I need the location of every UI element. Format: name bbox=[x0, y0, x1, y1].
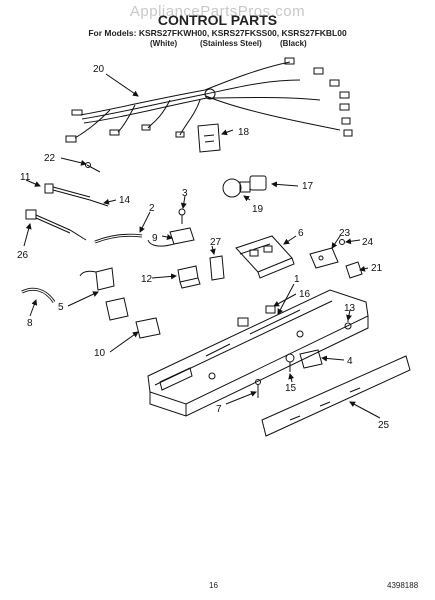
callout-21: 21 bbox=[371, 263, 383, 274]
callout-8: 8 bbox=[27, 318, 33, 329]
callout-2: 2 bbox=[149, 203, 155, 214]
callout-26: 26 bbox=[17, 250, 29, 261]
housing-part-12 bbox=[177, 265, 201, 289]
label-part-10 bbox=[135, 317, 161, 339]
page-number: 16 bbox=[209, 581, 218, 590]
holder-part bbox=[105, 297, 129, 321]
callout-13: 13 bbox=[344, 303, 356, 314]
callout-4: 4 bbox=[347, 356, 353, 367]
wire-harness-part bbox=[65, 57, 353, 143]
control-board-part-6 bbox=[235, 235, 295, 279]
clip-part-18 bbox=[197, 123, 221, 153]
callout-labels: 20 18 22 11 14 2 3 17 19 26 9 27 6 23 24… bbox=[17, 64, 390, 431]
callout-22: 22 bbox=[44, 153, 56, 164]
callout-19: 19 bbox=[252, 204, 264, 215]
callout-17: 17 bbox=[302, 181, 314, 192]
trim-strip-part-25 bbox=[261, 355, 411, 437]
thermostat-part-9 bbox=[147, 227, 195, 247]
document-number: 4398188 bbox=[387, 581, 419, 590]
switch-part-21 bbox=[345, 261, 363, 279]
callout-25: 25 bbox=[378, 420, 390, 431]
label-part-27 bbox=[209, 255, 225, 281]
callout-16: 16 bbox=[299, 289, 311, 300]
callout-3: 3 bbox=[182, 188, 188, 199]
finish-stainless: (Stainless Steel) bbox=[200, 39, 262, 48]
callout-7: 7 bbox=[216, 404, 222, 415]
callout-11: 11 bbox=[20, 172, 31, 183]
finish-black: (Black) bbox=[280, 39, 307, 48]
part-15 bbox=[285, 353, 295, 372]
page-title: CONTROL PARTS bbox=[157, 12, 278, 28]
callout-6: 6 bbox=[298, 228, 304, 239]
control-housing bbox=[147, 289, 369, 417]
damper-part-5 bbox=[79, 267, 115, 291]
callout-18: 18 bbox=[238, 127, 250, 138]
callout-12: 12 bbox=[141, 274, 153, 285]
watermark: AppliancePartsPros.com bbox=[129, 3, 306, 20]
leader-lines bbox=[23, 73, 381, 419]
screw-part-3 bbox=[178, 208, 186, 224]
callout-15: 15 bbox=[285, 383, 297, 394]
callout-14: 14 bbox=[119, 195, 131, 206]
callout-1: 1 bbox=[294, 274, 300, 285]
callout-24: 24 bbox=[362, 237, 374, 248]
tube-part-8 bbox=[21, 287, 56, 303]
bracket-part-23 bbox=[309, 239, 345, 269]
callout-20: 20 bbox=[93, 64, 105, 75]
sensor-part-11 bbox=[44, 183, 109, 207]
knob-part-4 bbox=[299, 349, 323, 369]
callout-5: 5 bbox=[58, 302, 64, 313]
sensor-part-26 bbox=[25, 209, 87, 241]
callout-27: 27 bbox=[210, 237, 222, 248]
callout-23: 23 bbox=[339, 228, 351, 239]
model-list: For Models: KSRS27FKWH00, KSRS27FKSS00, … bbox=[88, 28, 347, 38]
finish-white: (White) bbox=[150, 39, 178, 48]
screw-part-22 bbox=[85, 162, 101, 173]
tube-part-2 bbox=[94, 233, 143, 244]
screw-part-7 bbox=[255, 379, 261, 398]
bulb-part-17 bbox=[222, 175, 267, 198]
callout-9: 9 bbox=[152, 233, 158, 244]
callout-10: 10 bbox=[94, 348, 106, 359]
